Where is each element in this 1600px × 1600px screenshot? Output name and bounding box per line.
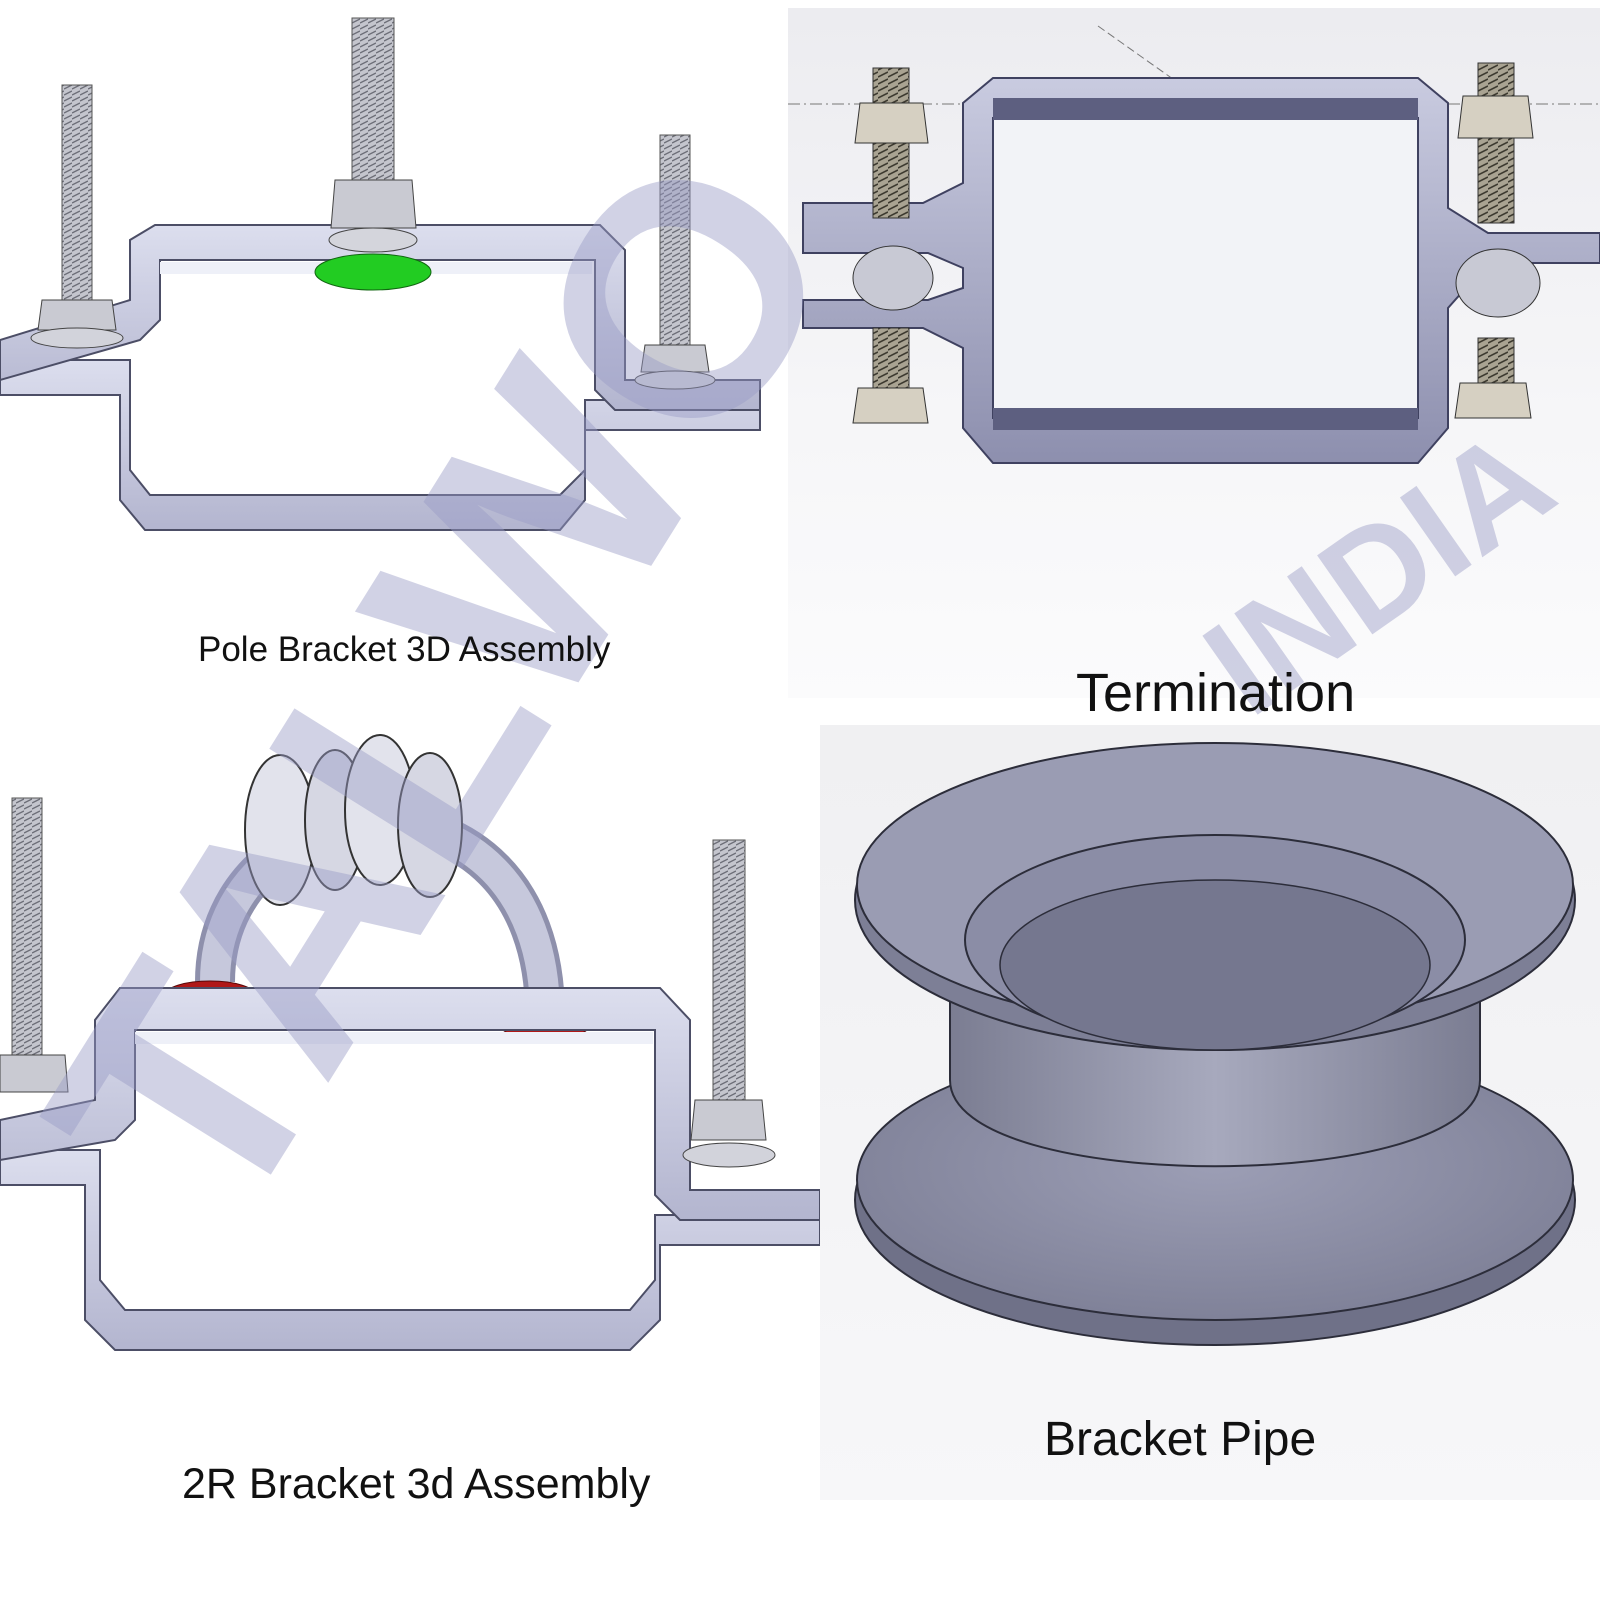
frame-inner-bottom: [993, 408, 1418, 430]
left-roller: [852, 245, 934, 311]
r2-right-nut: [690, 1099, 767, 1141]
termination-panel: [788, 8, 1600, 698]
frame-inner-top: [993, 98, 1418, 120]
left-bottom-nut: [852, 387, 929, 424]
right-nut: [640, 344, 710, 373]
r2-left-bolt: [11, 797, 43, 1061]
right-lower-spring: [1477, 337, 1515, 389]
pole-bracket-panel: [0, 0, 790, 700]
r2-bracket-panel: [0, 720, 820, 1600]
r2-right-bolt: [712, 839, 746, 1106]
pipe-bore-inner: [999, 879, 1431, 1051]
termination-drawing: [788, 25, 1600, 464]
left-lower-spring: [872, 327, 910, 389]
center-bolt: [351, 17, 395, 184]
upper-bracket: [0, 224, 761, 411]
r2-right-washer: [682, 1142, 776, 1168]
right-washer: [634, 370, 716, 390]
center-washer: [328, 227, 418, 253]
left-nut: [37, 299, 117, 331]
bracket-pipe-drawing: [854, 742, 1576, 1346]
r2-upper-bracket: [0, 987, 820, 1221]
termination-caption: Termination: [1076, 663, 1356, 723]
green-washer: [314, 253, 432, 291]
left-washer: [30, 327, 124, 349]
pole-bracket-caption: Pole Bracket 3D Assembly: [198, 630, 611, 669]
left-top-nut: [854, 102, 929, 144]
r2-lower-bracket: [0, 1149, 820, 1351]
right-bolt: [659, 134, 691, 361]
bracket-pipe-caption: Bracket Pipe: [1044, 1413, 1317, 1466]
bracket-pipe-panel: [820, 725, 1600, 1500]
r2-bracket-drawing: [0, 734, 820, 1351]
right-bottom-nut: [1454, 382, 1532, 419]
right-top-nut: [1457, 95, 1534, 139]
roller-4: [397, 752, 463, 898]
lower-bracket: [0, 359, 761, 531]
right-roller: [1455, 248, 1541, 318]
frame-opening: [992, 117, 1419, 419]
center-nut: [330, 179, 417, 229]
left-bolt: [61, 84, 93, 311]
right-spring-bolt: [1477, 62, 1515, 224]
r2-bracket-highlight: [135, 1032, 653, 1044]
r2-left-nut: [0, 1054, 69, 1093]
pole-bracket-drawing: [0, 17, 761, 531]
r2-bracket-caption: 2R Bracket 3d Assembly: [182, 1460, 651, 1508]
